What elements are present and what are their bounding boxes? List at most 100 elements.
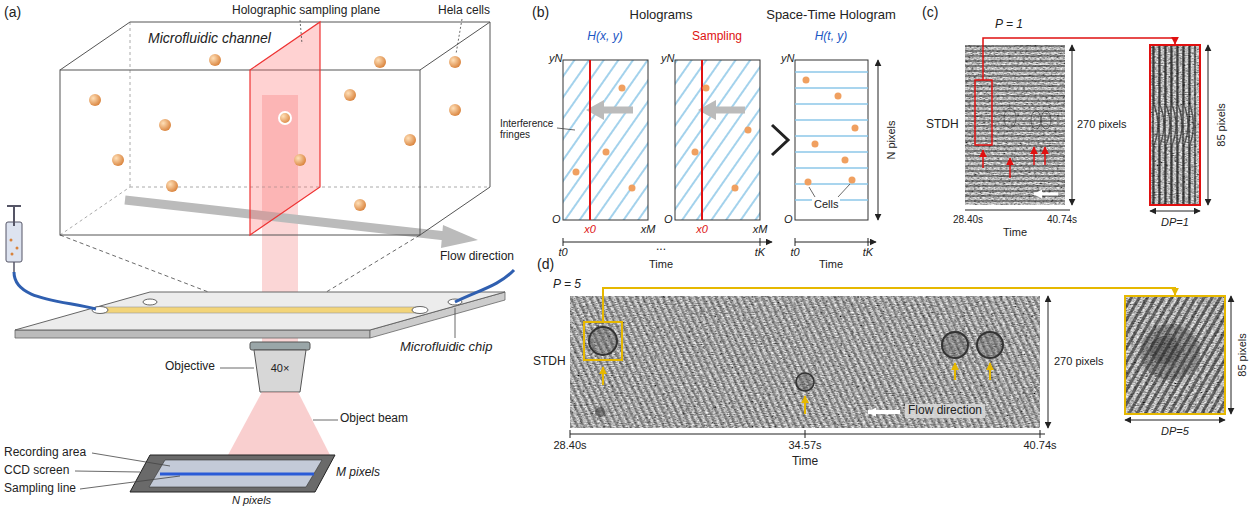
ellipsis: ... [656, 240, 666, 254]
microfluidic-chip [14, 272, 96, 309]
hologram-sketch [795, 71, 868, 73]
stdh-image-p1 [1166, 45, 1170, 205]
hologram-sketch [868, 238, 869, 246]
axis-label: t0 [558, 246, 567, 259]
stdh-image-p5 [589, 327, 617, 355]
stdh-image-p1 [1208, 45, 1209, 205]
axis-title: Time [649, 258, 673, 271]
hologram-sketch [795, 60, 868, 220]
panel-heading: Space-Time Hologram [766, 8, 896, 23]
axis-label: xM [641, 223, 656, 236]
panel-letter: (d) [537, 256, 554, 272]
stdh-image-p1 [965, 45, 1065, 205]
optics [254, 350, 306, 392]
time-tick: 40.74s [1023, 439, 1056, 452]
hologram-sketch [602, 107, 633, 114]
stdh-image-p1 [1160, 45, 1164, 205]
part-label: Hela cells [438, 4, 490, 18]
hologram-sketch [772, 125, 788, 155]
dimension-label: M pixels [336, 466, 380, 480]
hologram-sketch [573, 169, 580, 176]
channel-illustration [279, 112, 291, 124]
dimension-label: 85 pixels [1236, 333, 1249, 376]
microfluidic-chip [13, 262, 15, 272]
hologram-sketch [803, 77, 859, 186]
microfluidic-chip [455, 270, 514, 302]
hologram-sketch [760, 238, 761, 246]
axis-label: yN [661, 52, 674, 65]
axis-label: O [784, 213, 793, 226]
stdh-image-p5 [796, 373, 814, 391]
microfluidic-chip [10, 239, 13, 242]
part-label: Microfluidic chip [400, 340, 492, 355]
panel-letter: (b) [532, 4, 549, 20]
stdh-image-p1 [1172, 45, 1176, 205]
axis-label: O [552, 213, 561, 226]
part-label: Sampling line [4, 482, 76, 496]
channel-illustration [166, 180, 178, 192]
stdh-image-p5 [868, 410, 900, 414]
microfluidic-chip [15, 330, 370, 338]
channel-illustration [112, 154, 124, 166]
hologram-sketch [803, 77, 810, 84]
microfluidic-chip [6, 206, 514, 338]
hologram-sketch [795, 119, 868, 121]
hologram-sketch [795, 238, 796, 246]
stdh-image-p5 [1125, 296, 1225, 414]
axis-label: x0 [584, 223, 596, 236]
axis-label: x0 [696, 223, 708, 236]
part-label: Microfluidic channel [148, 30, 271, 46]
channel-illustration [490, 22, 491, 187]
part-label: Objective [165, 360, 215, 374]
microfluidic-chip [15, 292, 505, 330]
axis-title: Time [819, 258, 843, 271]
dimension-label: 270 pixels [1054, 355, 1104, 368]
channel-illustration [130, 22, 131, 187]
axis-title: Time [792, 455, 818, 469]
panel-heading: Holograms [630, 8, 693, 23]
stdh-image-p1 [1150, 211, 1200, 212]
axis-label: xM [753, 223, 768, 236]
hologram-sketch [842, 157, 849, 164]
flow-label: Flow direction [905, 404, 985, 418]
function-label: H(x, y) [587, 30, 622, 44]
parameter-label: P = 5 [553, 278, 581, 292]
hologram-sketch [795, 167, 868, 169]
stdh-image-p5 [989, 363, 991, 380]
stdh-image-p5 [1140, 324, 1200, 380]
stdh-image-p5 [603, 288, 1175, 322]
axis-label: t0 [790, 246, 799, 259]
stdh-image-p5 [584, 322, 622, 360]
hologram-sketch [835, 93, 842, 100]
optics [313, 420, 338, 421]
stdh-image-p1 [1031, 111, 1041, 129]
stdh-image-p5 [1125, 420, 1225, 421]
axis-title: Time [1003, 226, 1027, 239]
hologram-sketch [703, 85, 710, 92]
stdh-image-p1 [1190, 45, 1194, 205]
stdh-image-p1 [1033, 147, 1035, 165]
dimension-label: 270 pixels [1077, 118, 1127, 131]
stdh-image-p1 [965, 38, 1208, 211]
stdh-image-p5 [1048, 296, 1049, 428]
stdh-image-p1 [1154, 45, 1158, 205]
stdh-image-p1 [1009, 158, 1011, 178]
hologram-sketch [805, 179, 812, 186]
stdh-image-p1 [983, 38, 1175, 80]
part-label: Holographic sampling plane [232, 4, 380, 18]
hologram-sketch [619, 85, 626, 92]
channel-illustration [89, 94, 101, 106]
optics [75, 342, 338, 492]
stdh-image-p5 [570, 430, 571, 438]
channel-illustration [294, 154, 306, 166]
stdh-image-p5 [1125, 296, 1225, 414]
optics [130, 455, 335, 492]
hologram-sketch [795, 135, 868, 137]
stdh-image-p1 [1041, 111, 1051, 129]
part-label: Cells [812, 198, 840, 211]
hologram-sketch [629, 185, 636, 192]
hologram-sketch [732, 185, 739, 192]
stdh-image-p1 [1154, 45, 1194, 205]
